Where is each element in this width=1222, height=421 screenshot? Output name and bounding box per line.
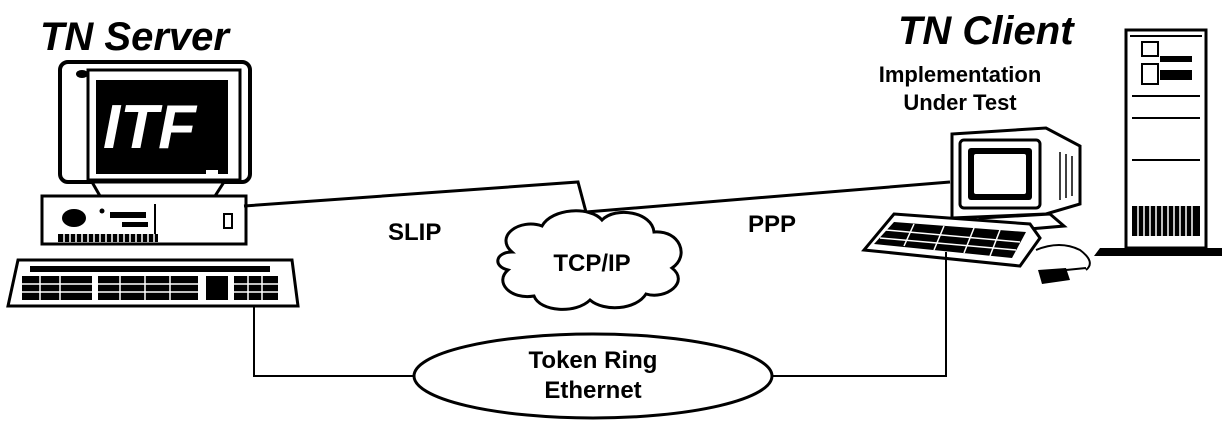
server-keyboard-icon [6, 258, 300, 308]
client-monitor-icon [950, 126, 1082, 234]
server-screen-text: ITF [103, 93, 198, 162]
server-title: TN Server [40, 15, 231, 59]
client-subtitle-line2: Under Test [903, 90, 1017, 115]
server-monitor-icon: ITF [58, 60, 252, 198]
serial-left-label: SLIP [388, 219, 441, 246]
client-subtitle-line1: Implementation [879, 62, 1042, 87]
serial-right-label: PPP [748, 211, 796, 238]
client-tower-icon [1094, 28, 1222, 256]
protocol-cloud-label: TCP/IP [553, 250, 630, 277]
lan-ellipse-icon [412, 332, 774, 420]
lan-label-line2: Ethernet [544, 377, 641, 404]
server-system-unit-icon [40, 194, 248, 246]
server-computer-icon: ITF [6, 60, 300, 308]
client-title: TN Client [898, 9, 1075, 53]
server-lan-link-line [253, 306, 414, 377]
protocol-cloud-icon [496, 209, 683, 311]
client-mouse-icon [1038, 267, 1087, 284]
lan-label-line1: Token Ring [529, 347, 658, 374]
client-lan-link-line [772, 252, 947, 377]
client-computer-icon [861, 28, 1222, 284]
serial-link-line [243, 180, 951, 214]
client-keyboard-icon [861, 212, 1091, 271]
